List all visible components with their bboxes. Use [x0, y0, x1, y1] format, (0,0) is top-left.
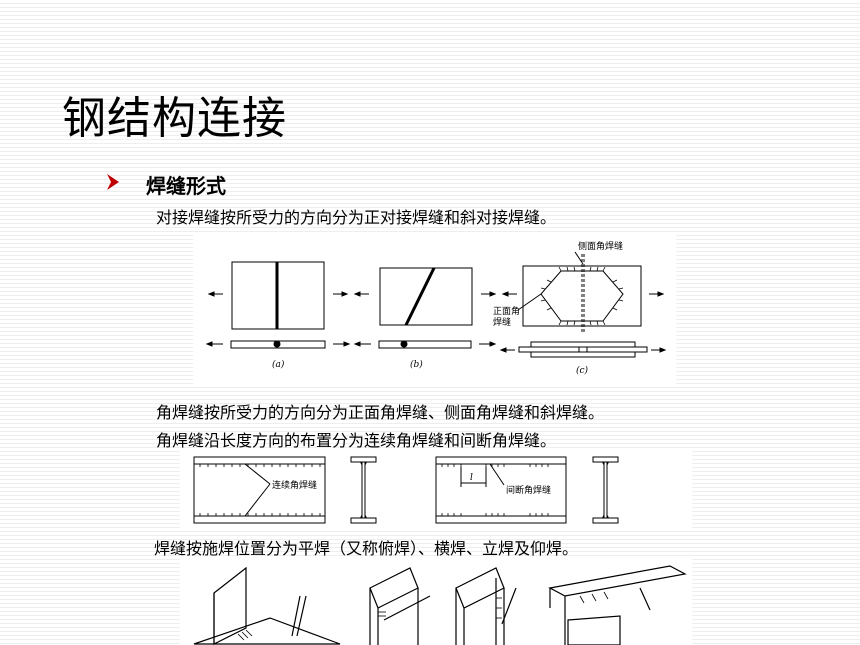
label-intermittent-weld: 间断角焊缝 [506, 484, 551, 496]
figure-butt-weld: (a) (b) (c) 侧面角焊缝 正面角 焊缝 [193, 234, 676, 386]
label-length-l: l [470, 473, 473, 483]
section-heading: 焊缝形式 [146, 174, 226, 198]
figure-fillet-weld-layout: 连续角焊缝 间断角焊缝 l [180, 451, 692, 530]
arrow-bullet-icon [107, 174, 119, 190]
label-b: (b) [410, 359, 423, 370]
label-side-weld: 侧面角焊缝 [578, 240, 623, 252]
page-title: 钢结构连接 [62, 93, 287, 144]
label-c: (c) [576, 365, 589, 376]
text-fillet-force: 角焊缝按所受力的方向分为正面角焊缝、侧面角焊缝和斜焊缝。 [156, 403, 605, 422]
text-weld-position: 焊缝按施焊位置分为平焊（又称俯焊）、横焊、立焊及仰焊。 [154, 539, 579, 558]
label-continuous-weld: 连续角焊缝 [272, 479, 317, 491]
label-front-weld-2: 焊缝 [493, 316, 511, 328]
figure-weld-positions [180, 558, 692, 645]
label-a: (a) [272, 359, 285, 370]
text-fillet-layout: 角焊缝沿长度方向的布置分为连续角焊缝和间断角焊缝。 [156, 431, 557, 450]
text-butt-weld: 对接焊缝按所受力的方向分为正对接焊缝和斜对接焊缝。 [156, 208, 557, 227]
label-front-weld-1: 正面角 [493, 305, 520, 317]
